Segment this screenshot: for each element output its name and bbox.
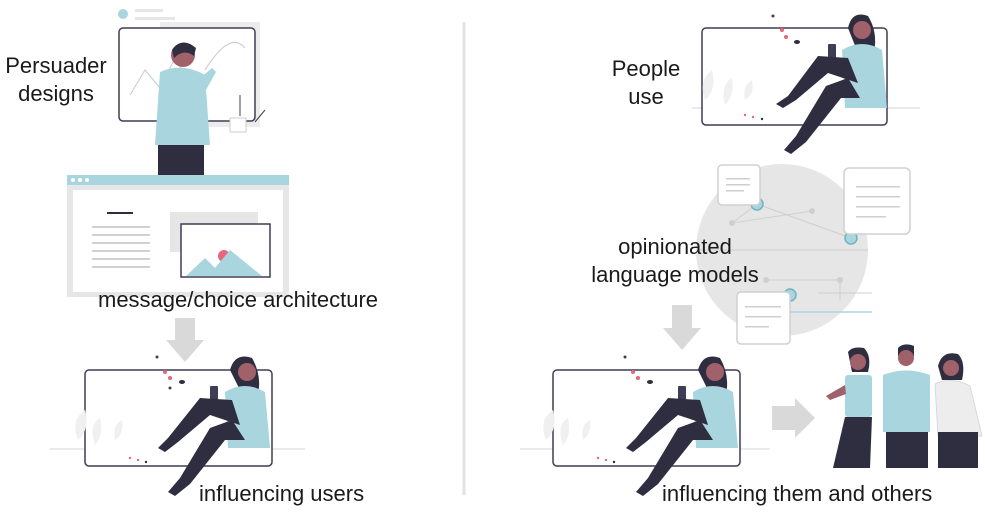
person-sitting-with-phone-icon [50, 355, 305, 496]
person-sitting-top-icon [692, 14, 920, 154]
opinionated-language-models-label: opinionated language models [591, 234, 759, 287]
down-arrow-right-icon [663, 305, 701, 350]
browser-window-icon [67, 175, 289, 297]
message-architecture-label: message/choice architecture [98, 287, 379, 312]
people-use-label: People use [611, 56, 681, 109]
group-of-people-icon [826, 344, 983, 468]
influencing-users-label: influencing users [199, 481, 365, 506]
network-graph-icon [696, 164, 911, 345]
person-sitting-bottom-icon [520, 355, 770, 496]
influencing-them-and-others-label: influencing them and others [662, 481, 933, 506]
persuader-designs-label: Persuader designs [5, 53, 107, 106]
right-arrow-icon [772, 398, 815, 438]
presenter-figure-icon [118, 9, 266, 175]
down-arrow-left-icon [166, 318, 204, 362]
